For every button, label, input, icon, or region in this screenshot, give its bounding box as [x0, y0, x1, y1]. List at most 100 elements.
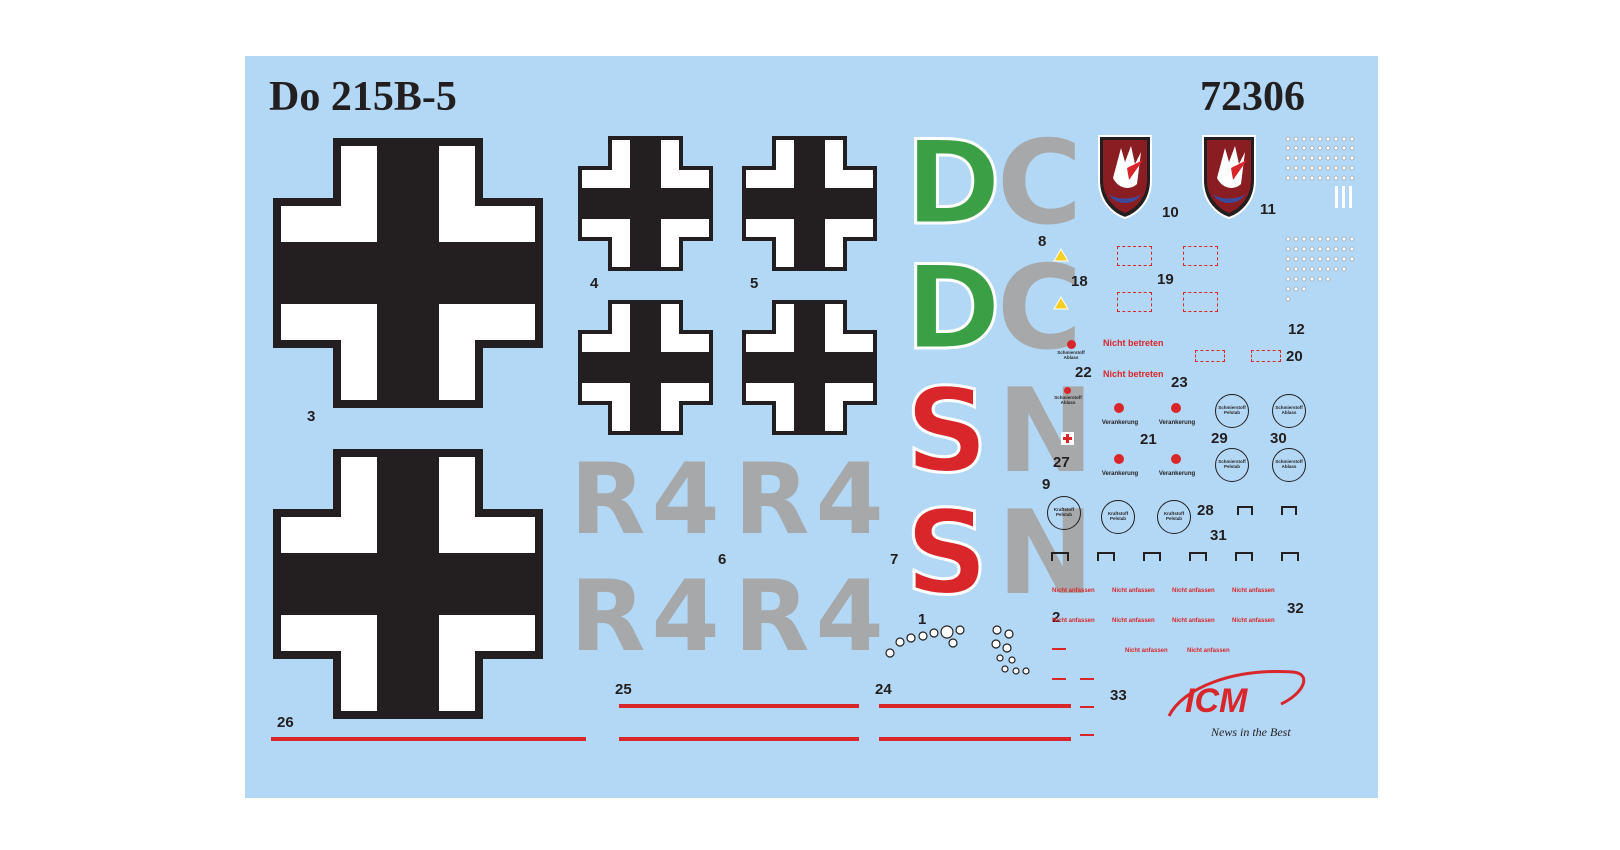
code-letter-s-1: S	[904, 364, 991, 499]
code-letter-c-1: C	[997, 116, 1083, 251]
red-dot-6	[1171, 454, 1181, 464]
code-r4-1: R4	[570, 443, 726, 557]
dashed-panel-3	[1117, 292, 1152, 312]
bracket-stencil-6	[1189, 552, 1207, 561]
dot-grid-upper-icon	[1285, 136, 1355, 208]
red-stripe-24b	[879, 737, 1071, 741]
label-8: 8	[1038, 233, 1047, 250]
icm-logo-icon: ICM News in the Best	[1167, 669, 1306, 739]
label-23: 23	[1171, 374, 1188, 391]
label-32: 32	[1287, 600, 1304, 617]
verankerung-2: Verankerung	[1158, 420, 1196, 426]
small-marks-column-icon	[1052, 648, 1094, 736]
label-7: 7	[890, 551, 899, 568]
bracket-stencil-2	[1281, 506, 1297, 515]
balkenkreuz-small-1	[578, 136, 713, 271]
balkenkreuz-small-2	[742, 136, 877, 271]
nicht-anfassen-4: Nicht anfassen	[1232, 588, 1275, 594]
label-29: 29	[1211, 430, 1228, 447]
dashed-panel-4	[1183, 292, 1218, 312]
nicht-anfassen-6: Nicht anfassen	[1112, 618, 1155, 624]
label-19: 19	[1157, 271, 1174, 288]
bracket-stencil-8	[1281, 552, 1299, 561]
code-r4-4: R4	[734, 560, 890, 674]
label-1: 1	[918, 611, 927, 628]
model-title: Do 215B-5	[269, 74, 457, 120]
label-9: 9	[1042, 476, 1051, 493]
kit-number: 72306	[1200, 74, 1305, 120]
label-2: 2	[1052, 609, 1061, 626]
red-dot	[1067, 340, 1076, 349]
dashed-panel-2	[1183, 246, 1218, 266]
bracket-stencil-7	[1235, 552, 1253, 561]
label-28: 28	[1197, 502, 1214, 519]
balkenkreuz-large-bottom	[273, 449, 543, 719]
verankerung-1: Verankerung	[1101, 420, 1139, 426]
nicht-anfassen-5: Nicht anfassen	[1052, 618, 1095, 624]
dashed-panel-5	[1195, 350, 1225, 362]
bracket-stencil-5	[1143, 552, 1161, 561]
nicht-anfassen-8: Nicht anfassen	[1232, 618, 1275, 624]
label-30: 30	[1270, 430, 1287, 447]
dashed-panel-1	[1117, 246, 1152, 266]
red-stripe-24	[879, 704, 1071, 708]
nicht-anfassen-1: Nicht anfassen	[1052, 588, 1095, 594]
label-31: 31	[1210, 527, 1227, 544]
bracket-stencil-1	[1237, 506, 1253, 515]
label-4: 4	[590, 275, 599, 292]
dot-grid-lower-icon	[1285, 236, 1355, 302]
label-25: 25	[615, 681, 632, 698]
label-3: 3	[307, 408, 316, 425]
bracket-stencil-3	[1051, 552, 1069, 561]
label-27: 27	[1053, 454, 1070, 471]
code-letter-s-2: S	[904, 486, 991, 621]
red-dot-3	[1114, 403, 1124, 413]
nicht-anfassen-10: Nicht anfassen	[1187, 648, 1230, 654]
label-24: 24	[875, 681, 892, 698]
red-stripe-25b	[619, 737, 859, 741]
dashed-panel-6	[1251, 350, 1281, 362]
nicht-anfassen-7: Nicht anfassen	[1172, 618, 1215, 624]
label-22: 22	[1075, 364, 1092, 381]
red-dot-2	[1064, 387, 1071, 394]
nicht-anfassen-9: Nicht anfassen	[1125, 648, 1168, 654]
verankerung-4: Verankerung	[1158, 471, 1196, 477]
bracket-stencil-4	[1097, 552, 1115, 561]
code-letter-d-2: D	[903, 241, 1002, 376]
label-11: 11	[1260, 201, 1276, 218]
red-dot-5	[1114, 454, 1124, 464]
balkenkreuz-small-4	[742, 300, 877, 435]
nicht-betreten-2: Nicht betreten	[1103, 369, 1164, 379]
label-33: 33	[1110, 687, 1127, 704]
label-12: 12	[1288, 321, 1305, 338]
red-stripe-25	[619, 704, 859, 708]
icm-logo-text: ICM	[1185, 682, 1248, 720]
warning-triangle-icon	[1053, 248, 1069, 262]
code-r4-3: R4	[570, 560, 726, 674]
instrument-dials-icon	[885, 625, 1030, 675]
icm-logo-tagline: News in the Best	[1210, 725, 1291, 739]
warning-triangle-icon-2	[1053, 296, 1069, 310]
label-20: 20	[1286, 348, 1303, 365]
red-cross-icon	[1061, 432, 1074, 445]
label-21: 21	[1140, 431, 1157, 448]
unit-emblem-shield-icon	[1098, 135, 1152, 220]
label-5: 5	[750, 275, 759, 292]
code-r4-2: R4	[734, 443, 890, 557]
nicht-anfassen-2: Nicht anfassen	[1112, 588, 1155, 594]
label-18: 18	[1071, 273, 1088, 290]
verankerung-3: Verankerung	[1101, 471, 1139, 477]
code-letter-d-1: D	[903, 116, 1002, 251]
nicht-betreten-1: Nicht betreten	[1103, 338, 1164, 348]
nicht-anfassen-3: Nicht anfassen	[1172, 588, 1215, 594]
code-letter-n-1: N	[997, 364, 1095, 499]
